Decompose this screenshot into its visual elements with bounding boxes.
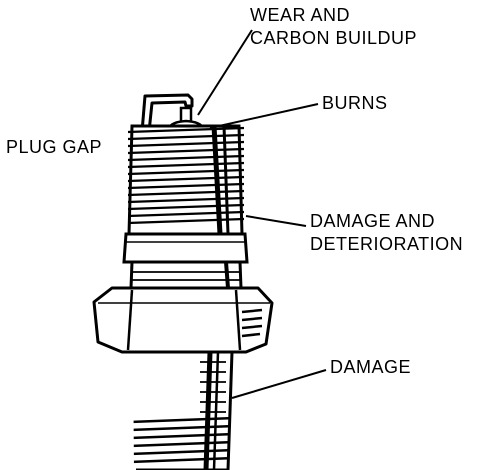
label-damage-deterioration-line1: DAMAGE AND [310,211,436,231]
leader-damage-deterioration [245,215,307,227]
threaded-shell [127,124,244,236]
label-burns: BURNS [322,93,388,113]
hex-nut [92,286,274,354]
insulator-body [133,350,234,470]
leader-wear [197,29,253,116]
label-wear-line1: WEAR AND [250,5,351,25]
label-plug-gap: PLUG GAP [6,137,103,157]
label-damage: DAMAGE [330,357,412,377]
gasket [122,232,249,264]
label-wear-carbon-buildup: WEAR AND CARBON BUILDUP [250,4,417,50]
label-wear-line2: CARBON BUILDUP [250,28,418,48]
leader-damage [231,369,327,399]
label-damage-deterioration: DAMAGE AND DETERIORATION [310,210,463,256]
leader-burns [209,103,319,129]
neck [129,260,243,290]
leader-lines [197,29,327,399]
label-damage-deterioration-line2: DETERIORATION [310,234,464,254]
